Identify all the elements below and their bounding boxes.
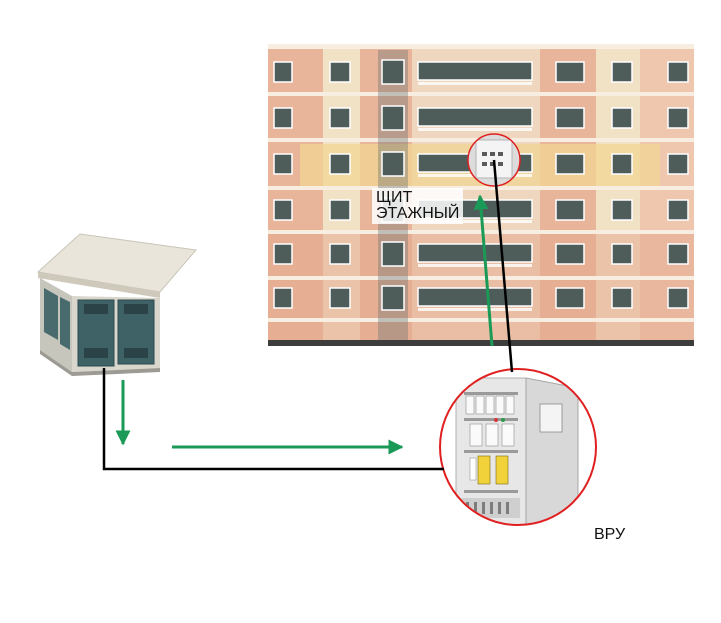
cable-substation-to-switchboard [102, 368, 444, 471]
apartment-building-image [268, 44, 694, 346]
cable-lines [102, 159, 514, 471]
floor-panel-label-line1: ЩИТ [376, 189, 413, 206]
flow-arrows [115, 194, 494, 455]
cable-switchboard-to-floor-panel [492, 159, 514, 373]
main-switchboard-highlight-circle [439, 368, 597, 526]
main-switchboard-callout [439, 368, 597, 526]
flow-arrow-up [473, 194, 494, 347]
transformer-substation-image [36, 233, 197, 376]
floor-panel-label: ЩИТ ЭТАЖНЫЙ [372, 188, 464, 224]
main-switchboard-label: ВРУ [594, 526, 626, 543]
floor-panel-highlight-circle [467, 133, 521, 187]
floor-panel-label-line2: ЭТАЖНЫЙ [376, 205, 460, 222]
